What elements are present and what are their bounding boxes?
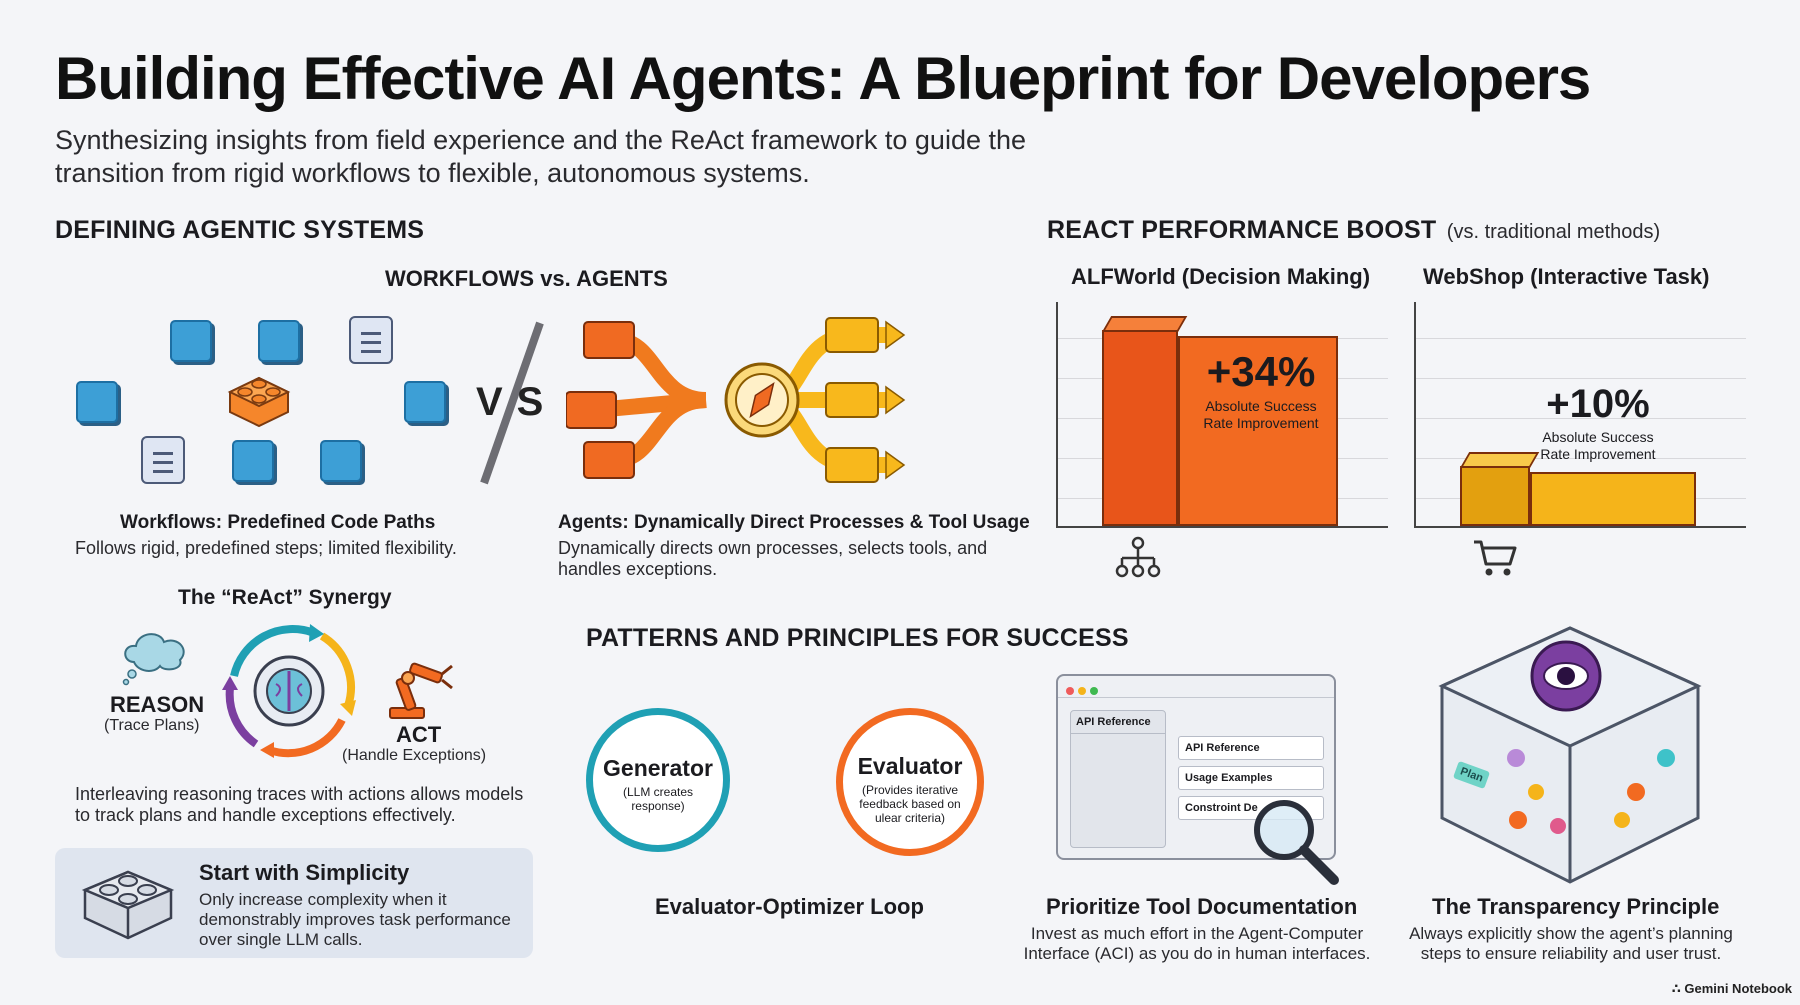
lego-brick-icon [227,376,291,428]
single-brick-icon [81,870,175,940]
boost-heading-row: REACT PERFORMANCE BOOST (vs. traditional… [1047,216,1660,245]
page-title: Building Effective AI Agents: A Blueprin… [55,45,1591,112]
shopping-cart-icon [1474,540,1517,576]
section-heading-defining: DEFINING AGENTIC SYSTEMS [55,216,425,244]
evaluator-title: Evaluator [857,753,963,779]
webshop-annotation-value: +10% [1546,382,1650,426]
chart-bar-baseline [1102,316,1188,526]
agent-flow-diagram [566,317,906,483]
workflow-block [320,440,362,482]
loop-title: Evaluator-Optimizer Loop [655,894,924,919]
page-subtitle: Synthesizing insights from field experie… [55,125,1027,188]
workflows-title: Workflows: Predefined Code Paths [120,512,436,533]
window-titlebar [1058,676,1334,698]
section-heading-patterns: PATTERNS AND PRINCIPLES FOR SUCCESS [586,624,1129,652]
evaluator-node: Evaluator (Provides iterative feedback b… [836,708,984,856]
agents-title: Agents: Dynamically Direct Processes & T… [558,512,1030,533]
chart-bar-react [1178,336,1338,526]
webshop-annotation-label: Absolute Success Rate Improvement [1540,429,1656,462]
document-icon [349,316,393,364]
alfworld-annotation-value: +34% [1206,348,1316,395]
reason-label: REASON [110,692,205,717]
simplicity-title: Start with Simplicity [199,860,410,885]
generator-node: Generator (LLM creates response) [586,708,730,852]
react-desc: Interleaving reasoning traces with actio… [75,784,524,825]
generator-sub: (LLM creates response) [622,785,694,813]
hierarchy-icon [1115,536,1161,578]
act-sublabel: (Handle Exceptions) [342,747,487,764]
react-title: The “ReAct” Synergy [178,586,392,609]
chart-alfworld-title: ALFWorld (Decision Making) [1071,264,1371,289]
webshop-annotation: +10% Absolute Success Rate Improvement [1530,382,1666,463]
transparent-cube-illustration [1438,626,1702,884]
docs-desc: Invest as much effort in the Agent-Compu… [1023,924,1371,963]
workflow-block [170,320,212,362]
workflow-block [76,381,118,423]
reason-sublabel: (Trace Plans) [104,717,200,734]
docs-title: Prioritize Tool Documentation [1046,894,1358,919]
alfworld-annotation: +34% Absolute Success Rate Improvement [1196,348,1326,432]
docs-item: API Reference [1178,736,1324,760]
chart-webshop [1414,302,1746,528]
chart-bar-top-face [1102,316,1188,332]
chart-webshop-title: WebShop (Interactive Task) [1423,264,1710,289]
chart-bar-baseline [1460,452,1540,526]
simplicity-desc: Only increase complexity when it demonst… [199,890,511,949]
document-settings-icon [141,436,185,484]
robot-arm-icon [389,662,453,719]
workflow-block [404,381,446,423]
transparency-desc: Always explicitly show the agent’s plann… [1409,924,1733,963]
compare-title: WORKFLOWS vs. AGENTS [385,266,668,291]
footer-brand: ∴ Gemini Notebook [1671,981,1792,996]
thought-cloud-icon [122,633,185,686]
react-cycle-diagram [222,624,356,758]
alfworld-annotation-label: Absolute Success Rate Improvement [1203,398,1319,431]
chart-alfworld [1056,302,1388,528]
footer-label: Gemini Notebook [1684,981,1792,996]
agents-desc: Dynamically directs own processes, selec… [558,538,988,579]
docs-sidebar-tab: API Reference [1071,711,1165,734]
workflow-block [232,440,274,482]
workflow-block [258,320,300,362]
magnifier-icon [1254,800,1339,885]
transparency-title: The Transparency Principle [1432,894,1720,919]
workflows-desc: Follows rigid, predefined steps; limited… [75,538,457,558]
simplicity-card: Start with Simplicity Only increase comp… [55,848,533,958]
chart-bar-top-face [1460,452,1540,468]
docs-sidebar: API Reference [1070,710,1166,848]
chart-bar-react [1530,472,1696,526]
boost-heading: REACT PERFORMANCE BOOST [1047,216,1437,244]
vs-divider [480,321,544,485]
vs-label: VS [476,380,558,424]
act-label: ACT [396,722,442,747]
boost-heading-sub: (vs. traditional methods) [1446,221,1661,243]
docs-item: Usage Examples [1178,766,1324,790]
generator-title: Generator [603,755,713,781]
evaluator-sub: (Provides iterative feedback based on ul… [859,783,961,825]
